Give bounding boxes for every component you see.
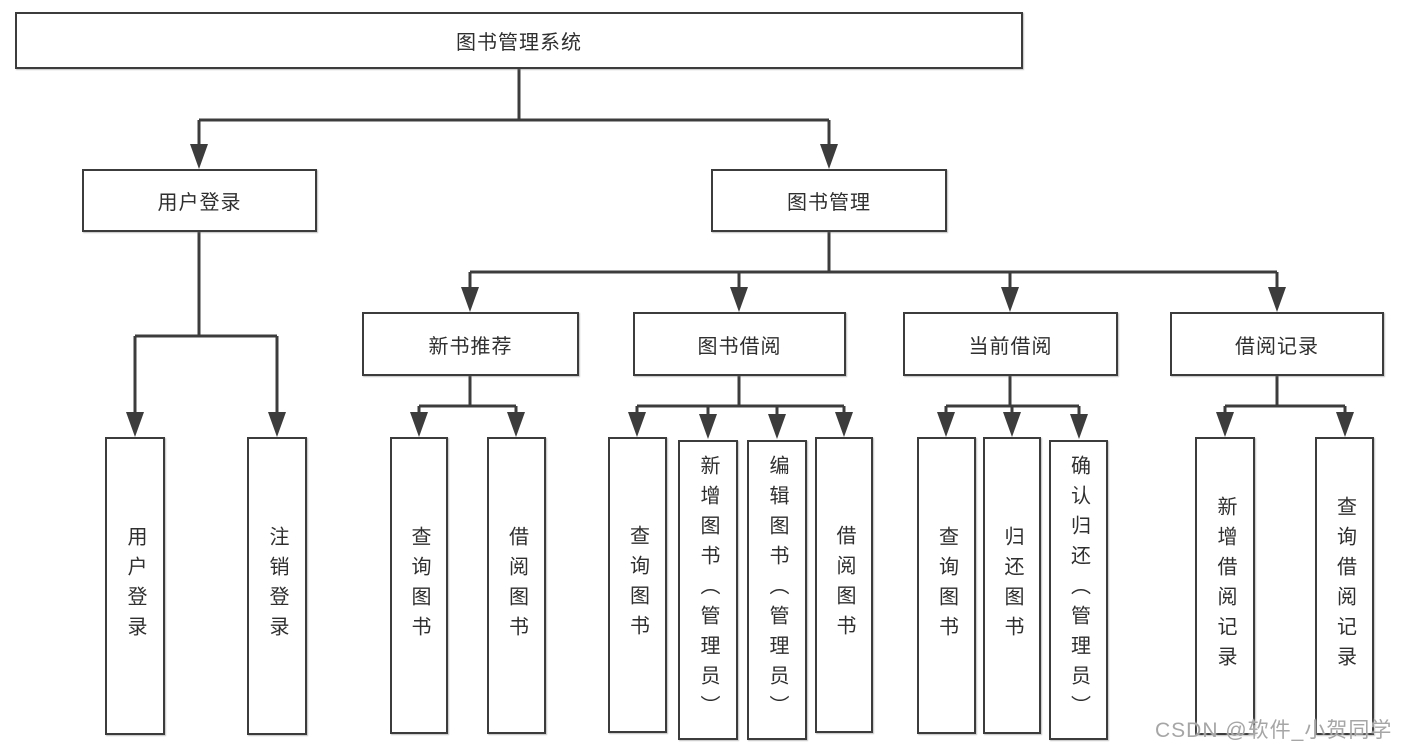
node-label: 图书管理 <box>787 192 871 214</box>
node-label: 注销登录 <box>266 526 288 646</box>
node-current-borrow: 当前借阅 <box>903 312 1118 376</box>
leaf-current-confirm-return-admin: 确认归还（管理员） <box>1049 440 1108 740</box>
node-label: 查询图书 <box>626 525 649 645</box>
node-label: 查询图书 <box>935 525 958 646</box>
leaf-record-add: 新增借阅记录 <box>1195 437 1255 735</box>
node-label: 图书借阅 <box>697 335 782 358</box>
node-label: 借阅图书 <box>833 525 855 645</box>
leaf-borrow-borrow-books: 借阅图书 <box>815 437 873 733</box>
node-root-system: 图书管理系统 <box>15 12 1023 69</box>
node-label: 查询借阅记录 <box>1333 496 1356 676</box>
node-label: 新增图书（管理员） <box>697 455 719 725</box>
node-label: 新书推荐 <box>428 335 513 358</box>
node-label: 借阅记录 <box>1235 335 1319 358</box>
leaf-borrow-query-books: 查询图书 <box>608 437 667 733</box>
node-label: 图书管理系统 <box>456 32 582 54</box>
connector-stems <box>133 69 1347 415</box>
node-label: 查询图书 <box>408 525 430 646</box>
node-user-login: 用户登录 <box>82 169 317 232</box>
node-book-borrow: 图书借阅 <box>633 312 846 376</box>
node-label: 确认归还（管理员） <box>1067 455 1090 725</box>
leaf-borrow-edit-books-admin: 编辑图书（管理员） <box>747 440 807 740</box>
node-borrow-record: 借阅记录 <box>1170 312 1384 376</box>
leaf-record-query: 查询借阅记录 <box>1315 437 1374 735</box>
node-label: 用户登录 <box>157 192 242 214</box>
arrowheads <box>126 144 1354 439</box>
leaf-current-return-books: 归还图书 <box>983 437 1041 734</box>
node-label: 用户登录 <box>124 526 146 646</box>
leaf-borrow-add-books-admin: 新增图书（管理员） <box>678 440 738 740</box>
leaf-current-query-books: 查询图书 <box>917 437 976 734</box>
csdn-watermark: CSDN @软件_小贺同学 <box>1155 719 1393 742</box>
node-label: 借阅图书 <box>505 525 528 646</box>
leaf-logout: 注销登录 <box>247 437 307 735</box>
node-book-management: 图书管理 <box>711 169 947 232</box>
node-new-book-recommend: 新书推荐 <box>362 312 579 376</box>
node-label: 当前借阅 <box>968 335 1053 358</box>
node-label: 归还图书 <box>1001 525 1023 646</box>
node-label: 编辑图书（管理员） <box>766 455 788 725</box>
leaf-recommend-query-books: 查询图书 <box>390 437 448 734</box>
leaf-user-login: 用户登录 <box>105 437 165 735</box>
node-label: 新增借阅记录 <box>1214 496 1236 676</box>
leaf-recommend-borrow-books: 借阅图书 <box>487 437 546 734</box>
